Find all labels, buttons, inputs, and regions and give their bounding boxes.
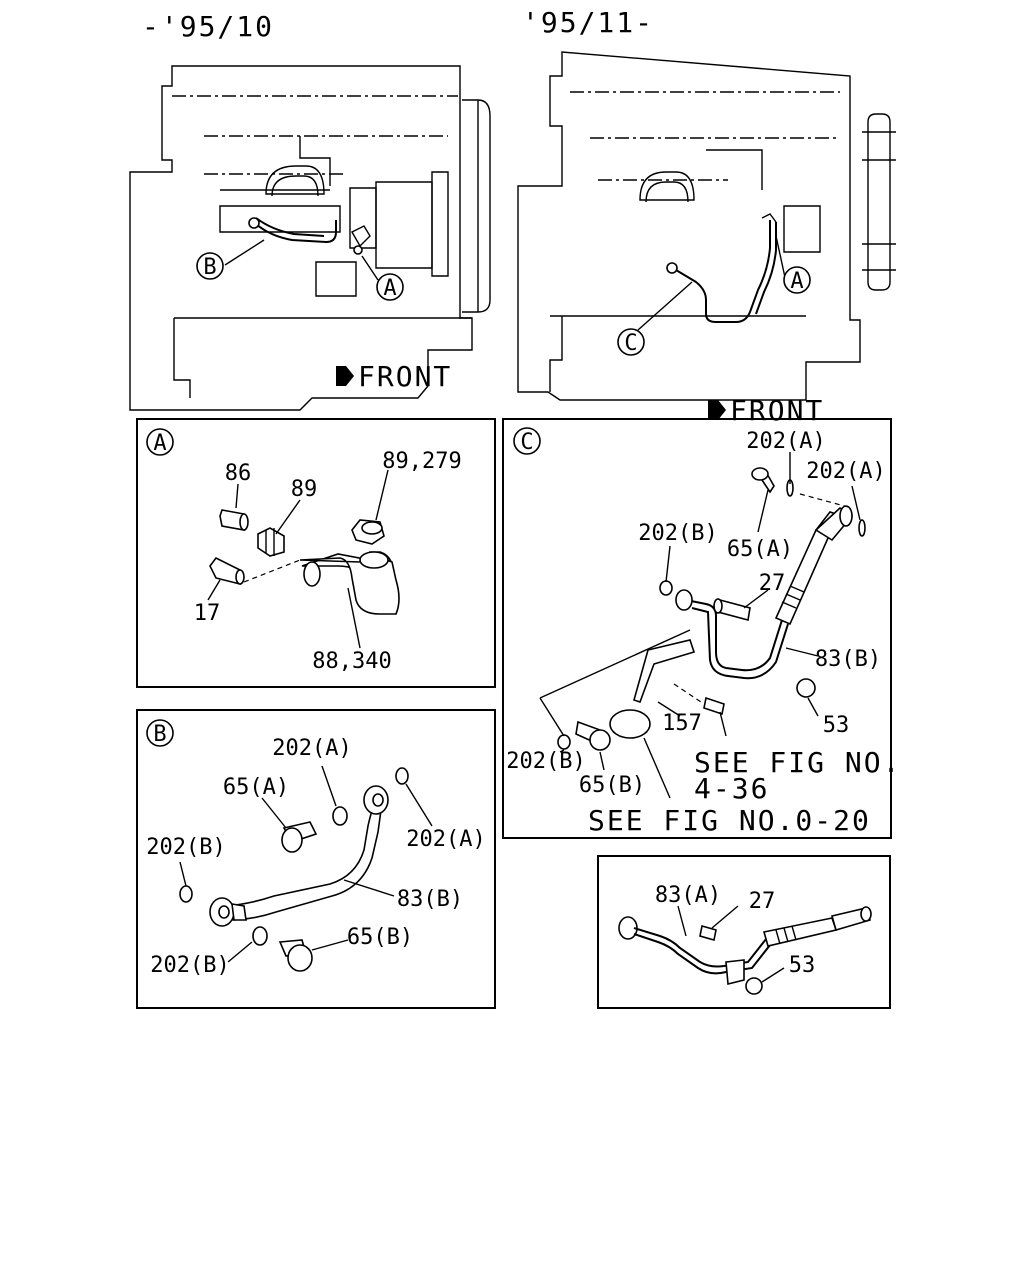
label-89-279: 89,279 (382, 449, 461, 474)
see-fig-0-20: SEE FIG NO.0-20 (588, 804, 871, 837)
label-202a-2: 202(A) (806, 459, 885, 484)
engine-left-drawing (129, 65, 491, 411)
label-202b-top: 202(B) (638, 521, 717, 546)
callout-a-label: A (790, 269, 803, 294)
label-89: 89 (291, 477, 318, 502)
callout-a-right: A (783, 266, 811, 294)
panel-b: B 202(A) 65(A) 202(B) 202(A) 83(B) 65(B) (136, 709, 496, 1009)
label-53: 53 (823, 713, 850, 738)
label-202a-right: 202(A) (406, 827, 485, 852)
engine-right-drawing (517, 51, 896, 401)
label-83b: 83(B) (815, 647, 881, 672)
label-202b-left: 202(B) (146, 835, 225, 860)
front-label: FRONT (358, 360, 452, 393)
label-27: 27 (759, 571, 786, 596)
label-83a: 83(A) (655, 883, 721, 908)
panel-c: C (502, 418, 901, 839)
label-88-340: 88,340 (312, 649, 391, 674)
label-65b: 65(B) (579, 773, 645, 798)
label-202a-1: 202(A) (746, 429, 825, 454)
see-fig-4-36-line1: SEE FIG NO. (694, 746, 901, 779)
see-fig-4-36-line2: 4-36 (694, 772, 769, 805)
panel-d: 83(A) 27 53 (597, 855, 891, 1009)
label-17: 17 (194, 601, 221, 626)
callout-a-left: A (376, 273, 404, 301)
front-label: FRONT (730, 394, 824, 427)
callout-b-label: B (203, 255, 216, 280)
panel-b-tag: B (153, 722, 166, 747)
label-202b-bottom: 202(B) (150, 953, 229, 978)
panel-a-tag: A (153, 431, 166, 456)
label-65a: 65(A) (727, 537, 793, 562)
callout-b-left: B (196, 252, 224, 280)
label-53: 53 (789, 953, 816, 978)
front-arrow-left: FRONT (336, 360, 452, 393)
label-65a: 65(A) (223, 775, 289, 800)
callout-c-right: C (617, 328, 645, 356)
callout-a-label: A (383, 276, 396, 301)
callout-c-label: C (624, 331, 637, 356)
panel-a: A 86 89 89,279 17 88,340 (136, 418, 496, 688)
label-202a-top: 202(A) (272, 736, 351, 761)
label-65b: 65(B) (347, 925, 413, 950)
right-range-label: '95/11- (522, 6, 654, 39)
label-202b-bottom: 202(B) (506, 749, 585, 774)
label-27: 27 (749, 889, 776, 914)
label-157: 157 (662, 711, 702, 736)
front-arrow-right: FRONT (708, 394, 824, 427)
left-range-label: -'95/10 (142, 10, 274, 43)
label-86: 86 (225, 461, 252, 486)
panel-c-tag: C (520, 430, 533, 455)
label-83b: 83(B) (397, 887, 463, 912)
